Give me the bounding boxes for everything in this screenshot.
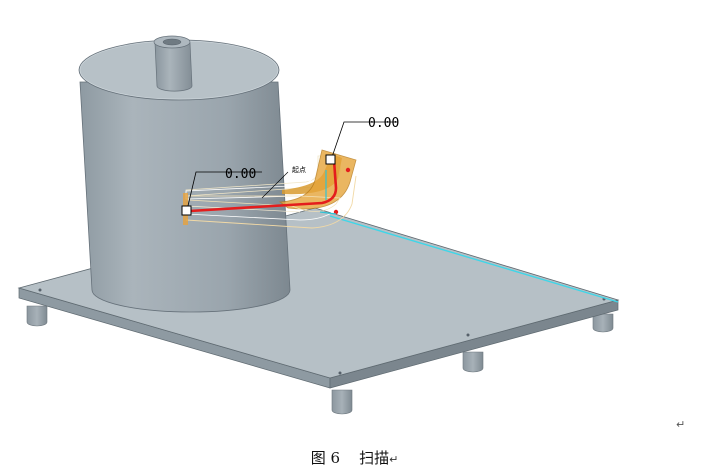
cylinder-neck [153, 35, 193, 92]
trajectory-line [329, 215, 619, 303]
dimension-left: 0.00 [181, 167, 262, 216]
figure-title: 扫描 [359, 449, 390, 467]
figure-caption: 图 6 扫描↵ [0, 447, 709, 468]
figure-number: 图 6 [310, 449, 340, 467]
cad-model-view: 0.00 起点 0.00 [17, 35, 620, 415]
dimension-value-left: 0.00 [225, 167, 256, 182]
dimension-right: 0.00 [325, 116, 399, 165]
svg-text:起点: 起点 [292, 166, 306, 174]
sweep-trajectory [189, 159, 338, 213]
dimension-handle-left[interactable] [181, 205, 192, 216]
plate-legs [26, 305, 614, 415]
start-point-label: 起点 [261, 166, 306, 199]
dimension-value-right: 0.00 [368, 116, 399, 131]
caption-return-mark: ↵ [389, 453, 399, 466]
dimension-handle-right[interactable] [325, 154, 336, 165]
paragraph-return-mark: ↵ [676, 418, 686, 431]
